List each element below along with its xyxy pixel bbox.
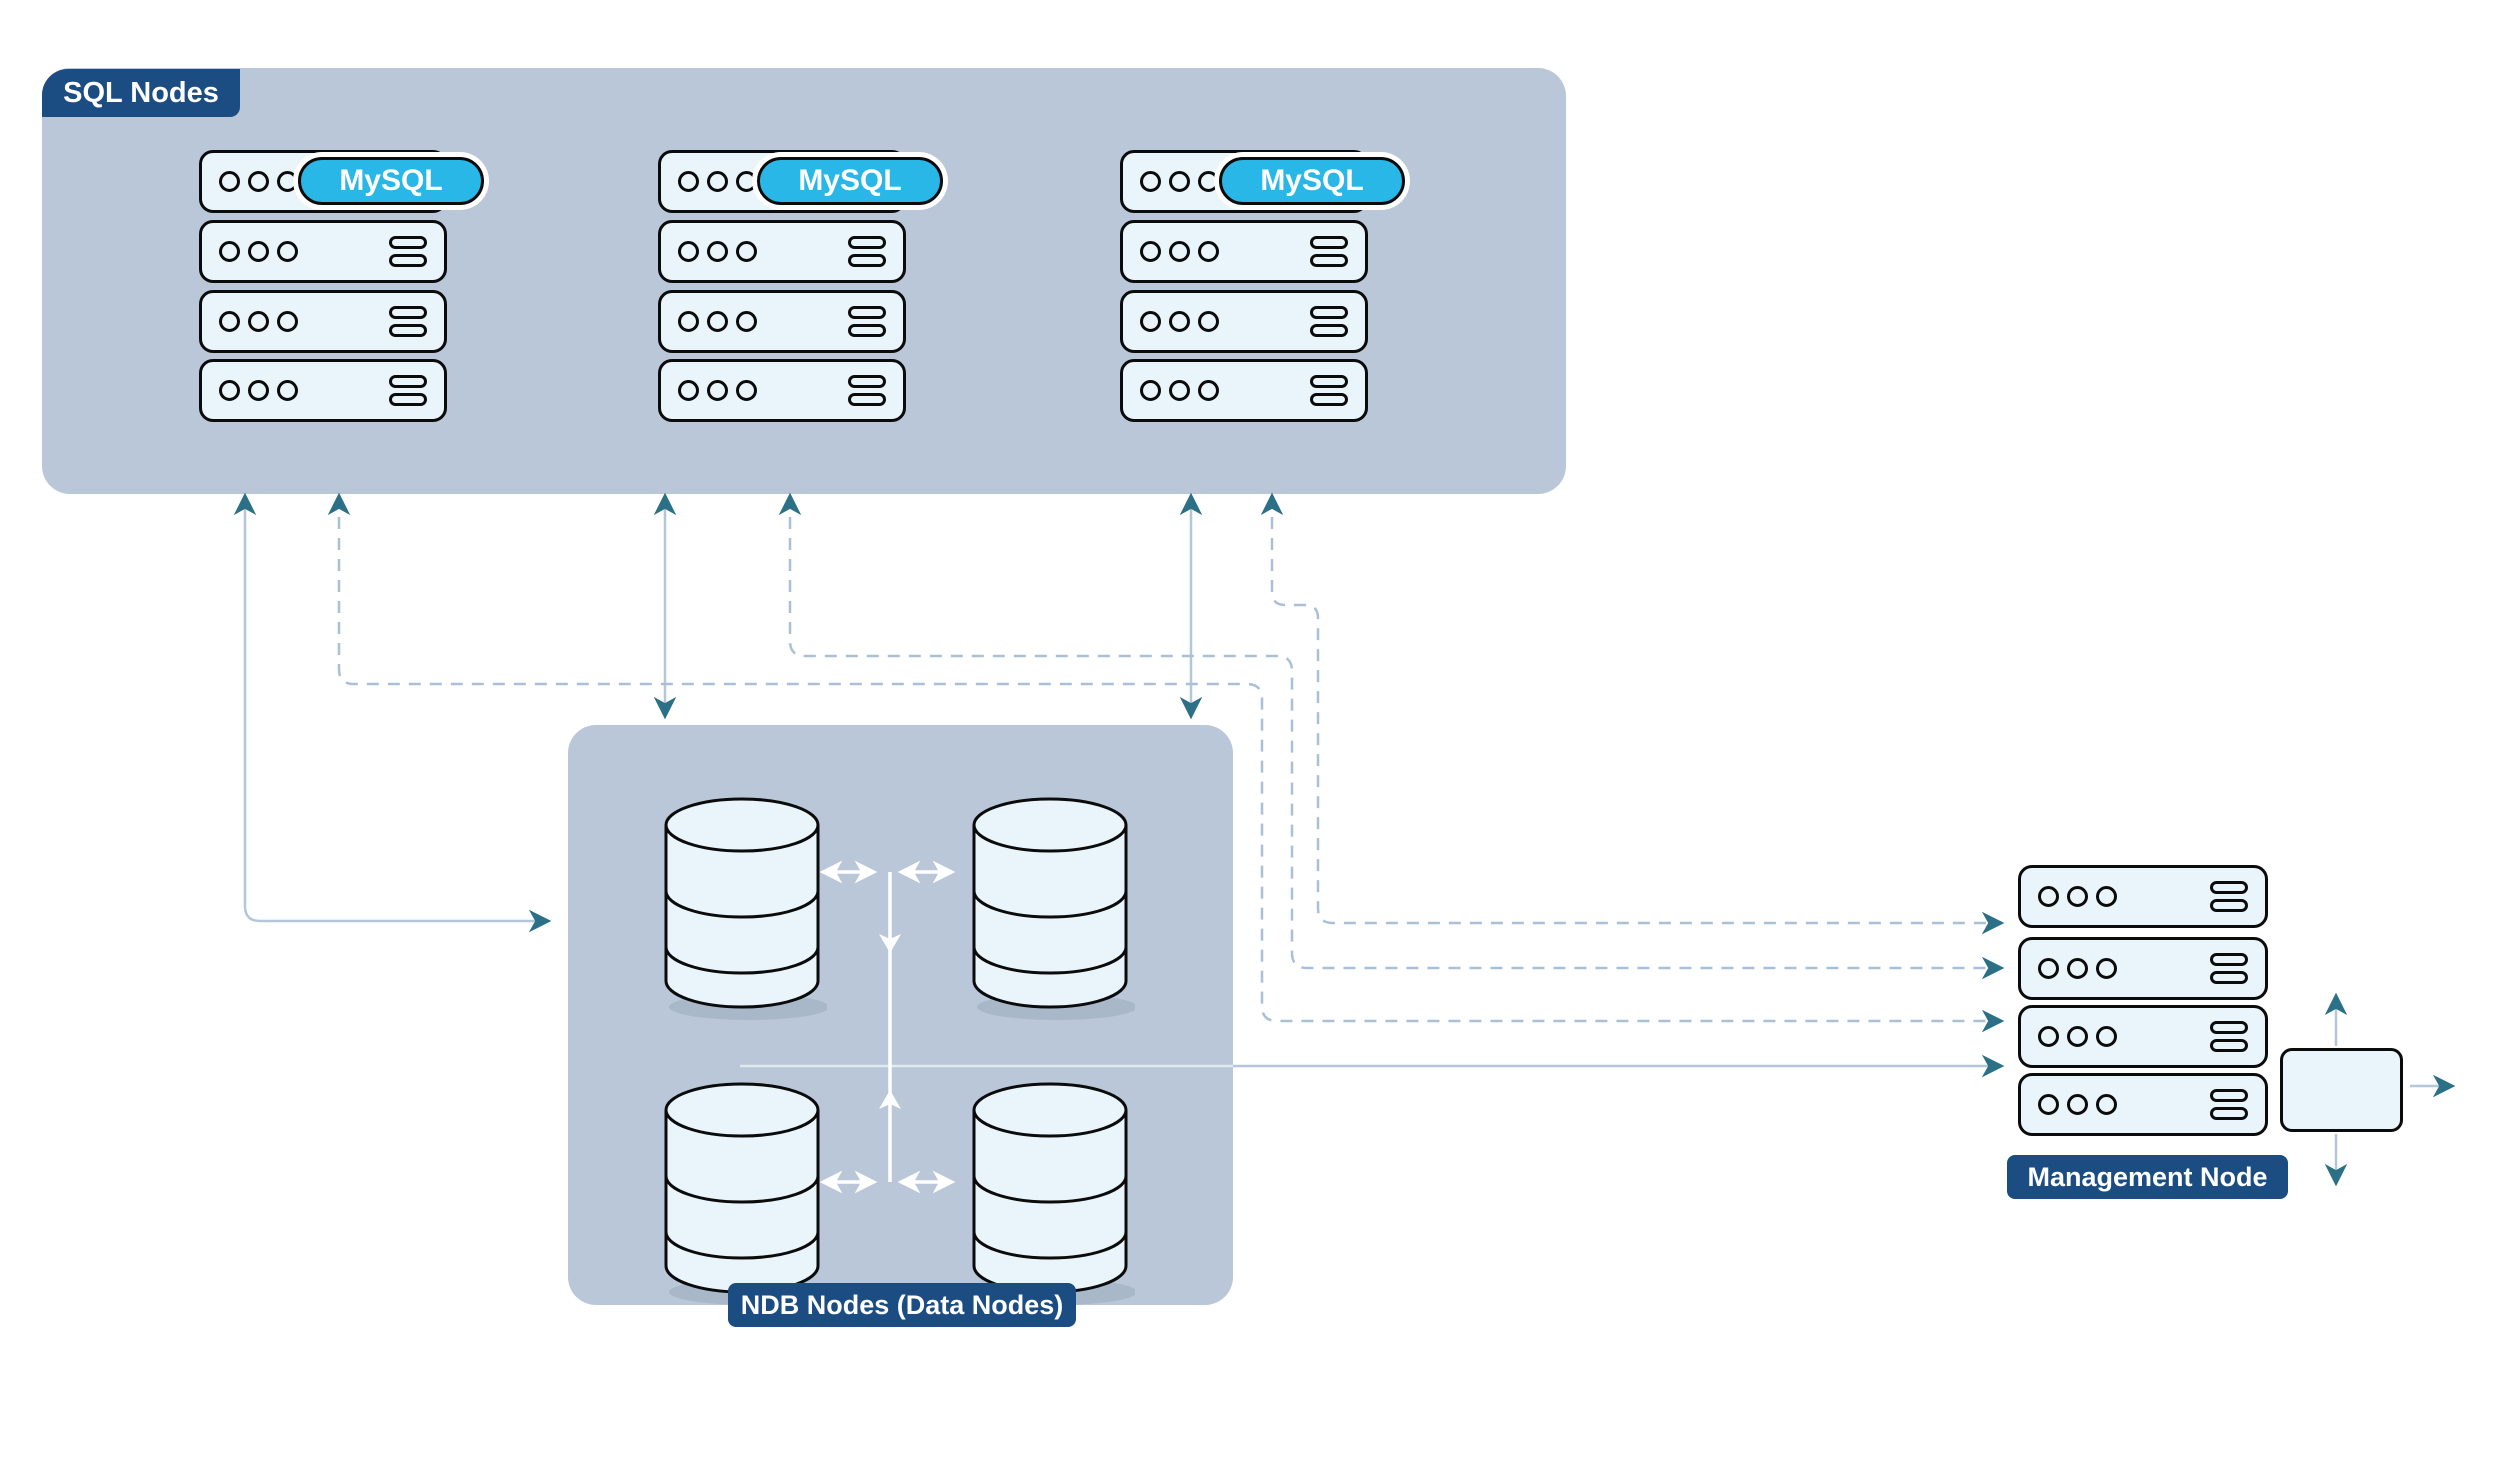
sql-server-row bbox=[1120, 220, 1368, 283]
mysql-badge: MySQL bbox=[1219, 157, 1405, 205]
management-node-title: Management Node bbox=[2007, 1155, 2288, 1199]
led-icon bbox=[1198, 241, 1219, 262]
led-icon bbox=[707, 380, 728, 401]
led-icon bbox=[707, 171, 728, 192]
led-icon bbox=[2067, 1094, 2088, 1115]
sql-server-row: MySQL bbox=[199, 150, 484, 213]
drive-slots-icon bbox=[389, 236, 427, 267]
led-icon bbox=[2067, 958, 2088, 979]
led-icon bbox=[1140, 171, 1161, 192]
led-icon bbox=[248, 380, 269, 401]
management-server-row bbox=[2018, 1073, 2268, 1136]
drive-slots-icon bbox=[848, 306, 886, 337]
led-icon bbox=[277, 311, 298, 332]
database-cylinder-icon bbox=[972, 797, 1135, 1022]
database-cylinder-icon bbox=[972, 1082, 1135, 1307]
led-icon bbox=[248, 311, 269, 332]
sql-server-row: MySQL bbox=[1120, 150, 1405, 213]
led-icon bbox=[2096, 1094, 2117, 1115]
led-icon bbox=[736, 171, 757, 192]
led-icon bbox=[707, 311, 728, 332]
management-server-row bbox=[2018, 1005, 2268, 1068]
client-access-box bbox=[2280, 1048, 2403, 1132]
led-icon bbox=[2038, 1026, 2059, 1047]
sql-server-row: MySQL bbox=[658, 150, 943, 213]
arrow-sql1-ndb bbox=[233, 492, 552, 933]
ndb-nodes-title: NDB Nodes (Data Nodes) bbox=[728, 1283, 1076, 1327]
led-icon bbox=[248, 241, 269, 262]
led-icon bbox=[219, 171, 240, 192]
led-icon bbox=[1198, 380, 1219, 401]
led-icon bbox=[219, 241, 240, 262]
led-icon bbox=[248, 171, 269, 192]
led-icon bbox=[2038, 958, 2059, 979]
sql-server-row bbox=[199, 359, 447, 422]
led-icon bbox=[678, 311, 699, 332]
led-icon bbox=[1169, 311, 1190, 332]
led-icon bbox=[678, 171, 699, 192]
management-server-row bbox=[2018, 865, 2268, 928]
led-icon bbox=[1198, 171, 1219, 192]
led-icon bbox=[2038, 1094, 2059, 1115]
sql-server-row bbox=[658, 290, 906, 353]
led-icon bbox=[736, 311, 757, 332]
arrow-sql3-management bbox=[1260, 492, 2005, 935]
led-icon bbox=[736, 380, 757, 401]
led-icon bbox=[2038, 886, 2059, 907]
drive-slots-icon bbox=[2210, 1089, 2248, 1120]
led-icon bbox=[2096, 886, 2117, 907]
led-icon bbox=[678, 380, 699, 401]
led-icon bbox=[1169, 171, 1190, 192]
led-icon bbox=[1140, 380, 1161, 401]
sql-server-row bbox=[199, 220, 447, 283]
drive-slots-icon bbox=[2210, 1021, 2248, 1052]
drive-slots-icon bbox=[2210, 881, 2248, 912]
led-icon bbox=[2067, 1026, 2088, 1047]
led-icon bbox=[277, 241, 298, 262]
drive-slots-icon bbox=[389, 375, 427, 406]
sql-server-row bbox=[199, 290, 447, 353]
drive-slots-icon bbox=[2210, 953, 2248, 984]
led-icon bbox=[2096, 958, 2117, 979]
drive-slots-icon bbox=[389, 306, 427, 337]
drive-slots-icon bbox=[1310, 236, 1348, 267]
led-icon bbox=[277, 380, 298, 401]
led-icon bbox=[678, 241, 699, 262]
led-icon bbox=[736, 241, 757, 262]
led-icon bbox=[1140, 311, 1161, 332]
sql-nodes-title: SQL Nodes bbox=[42, 69, 240, 117]
mysql-badge: MySQL bbox=[757, 157, 943, 205]
drive-slots-icon bbox=[1310, 375, 1348, 406]
management-server-row bbox=[2018, 937, 2268, 1000]
sql-server-row bbox=[1120, 290, 1368, 353]
led-icon bbox=[277, 171, 298, 192]
led-icon bbox=[707, 241, 728, 262]
led-icon bbox=[1198, 311, 1219, 332]
led-icon bbox=[219, 311, 240, 332]
sql-server-row bbox=[1120, 359, 1368, 422]
database-cylinder-icon bbox=[664, 797, 827, 1022]
drive-slots-icon bbox=[848, 236, 886, 267]
led-icon bbox=[2096, 1026, 2117, 1047]
led-icon bbox=[2067, 886, 2088, 907]
led-icon bbox=[219, 380, 240, 401]
led-icon bbox=[1169, 241, 1190, 262]
drive-slots-icon bbox=[1310, 306, 1348, 337]
led-icon bbox=[1140, 241, 1161, 262]
sql-server-row bbox=[658, 359, 906, 422]
led-icon bbox=[1169, 380, 1190, 401]
drive-slots-icon bbox=[848, 375, 886, 406]
database-cylinder-icon bbox=[664, 1082, 827, 1307]
mysql-badge: MySQL bbox=[298, 157, 484, 205]
sql-server-row bbox=[658, 220, 906, 283]
